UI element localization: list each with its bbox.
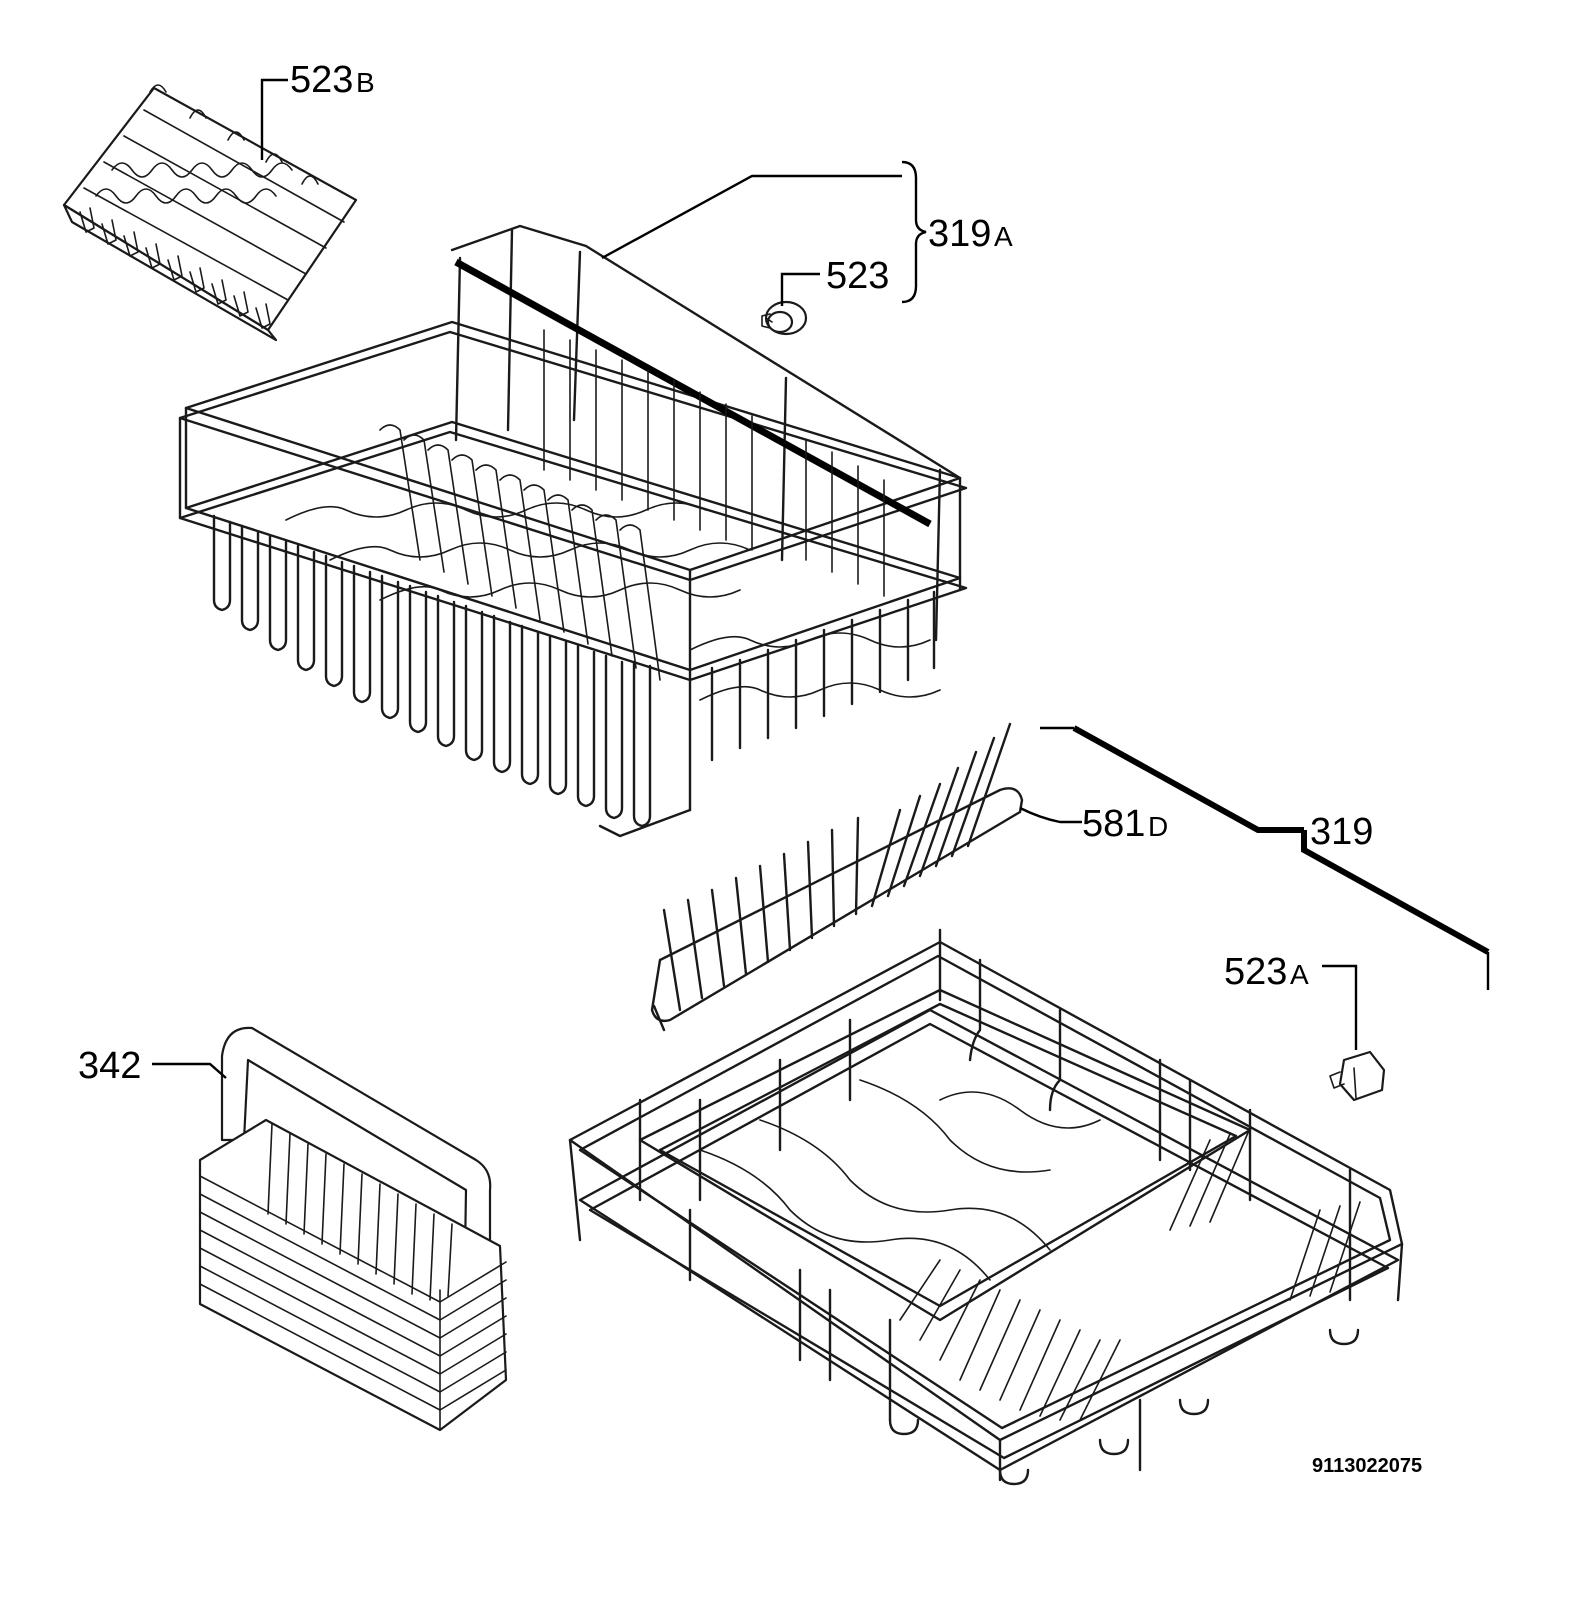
cutlery-basket — [198, 1026, 508, 1432]
basket-wheel-upper — [761, 300, 808, 336]
svg-text:523: 523 — [290, 59, 353, 101]
svg-text:D: D — [1148, 811, 1168, 842]
svg-text:B: B — [356, 67, 375, 98]
svg-text:319: 319 — [1310, 811, 1373, 853]
svg-text:523: 523 — [826, 255, 889, 297]
svg-text:A: A — [1290, 959, 1309, 990]
svg-text:581: 581 — [1082, 803, 1145, 845]
svg-text:342: 342 — [78, 1045, 141, 1087]
plate-rack-insert — [650, 722, 1024, 1032]
cup-rack-insert — [62, 84, 358, 342]
basket-wheel-lower — [1329, 1050, 1386, 1102]
label-523b: 523 B — [290, 59, 375, 101]
reference-number: 9113022075 — [1312, 1455, 1422, 1477]
svg-text:319: 319 — [928, 213, 991, 255]
upper-basket — [178, 224, 968, 838]
svg-text:A: A — [994, 221, 1013, 252]
lower-basket — [568, 928, 1404, 1486]
label-523: 523 — [826, 255, 889, 297]
label-319: 319 — [1310, 811, 1373, 853]
leader-lines — [152, 78, 1490, 1079]
label-342: 342 — [78, 1045, 141, 1087]
label-523a: 523 A — [1224, 951, 1309, 993]
label-581d: 581 D — [1082, 803, 1168, 845]
label-319a: 319 A — [928, 213, 1013, 255]
svg-text:523: 523 — [1224, 951, 1287, 993]
